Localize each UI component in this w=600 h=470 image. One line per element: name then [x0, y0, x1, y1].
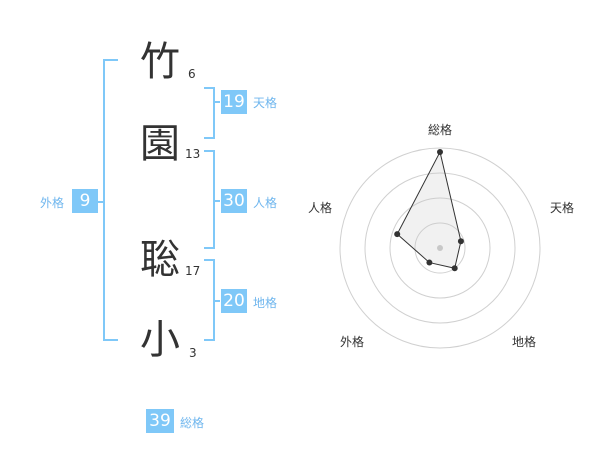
radar-axis-label-tenkaku: 天格 — [550, 201, 575, 215]
jinkaku-label: 人格 — [253, 196, 278, 210]
radar-axis-label-gaikaku: 外格 — [340, 335, 365, 349]
radar-point — [394, 231, 401, 238]
radar-ring — [414, 222, 466, 274]
tenkaku-label: 天格 — [253, 96, 278, 110]
radar-center — [437, 245, 443, 251]
stroke-count-4: 3 — [189, 346, 197, 360]
radar-point — [451, 265, 458, 272]
radar-polygon — [396, 150, 462, 269]
name-char-4: 小 — [140, 317, 180, 363]
gaikaku-value: 9 — [72, 189, 98, 213]
name-char-3: 聡 — [140, 237, 180, 283]
radar-point — [437, 149, 443, 155]
stroke-count-2: 13 — [185, 147, 201, 161]
chikaku-label: 地格 — [253, 296, 278, 310]
jinkaku-value: 30 — [221, 189, 247, 213]
radar-axis-label-soukaku: 総格 — [428, 123, 453, 137]
chikaku-value: 20 — [221, 289, 247, 313]
name-char-2: 園 — [140, 121, 180, 167]
radar-axis-label-jinkaku: 人格 — [308, 201, 333, 215]
radar-point — [457, 238, 464, 245]
soukaku-value: 39 — [146, 409, 174, 433]
radar-axis-label-chikaku: 地格 — [512, 335, 537, 349]
radar-ring — [364, 172, 516, 324]
radar-ring — [339, 147, 541, 349]
gaikaku-label: 外格 — [40, 196, 65, 210]
radar-point — [426, 259, 433, 266]
soukaku-label: 総格 — [180, 416, 205, 430]
stroke-count-1: 6 — [188, 67, 196, 81]
radar-ring — [389, 197, 491, 299]
tenkaku-value: 19 — [221, 90, 247, 114]
stroke-count-3: 17 — [185, 264, 201, 278]
name-char-1: 竹 — [140, 39, 180, 85]
